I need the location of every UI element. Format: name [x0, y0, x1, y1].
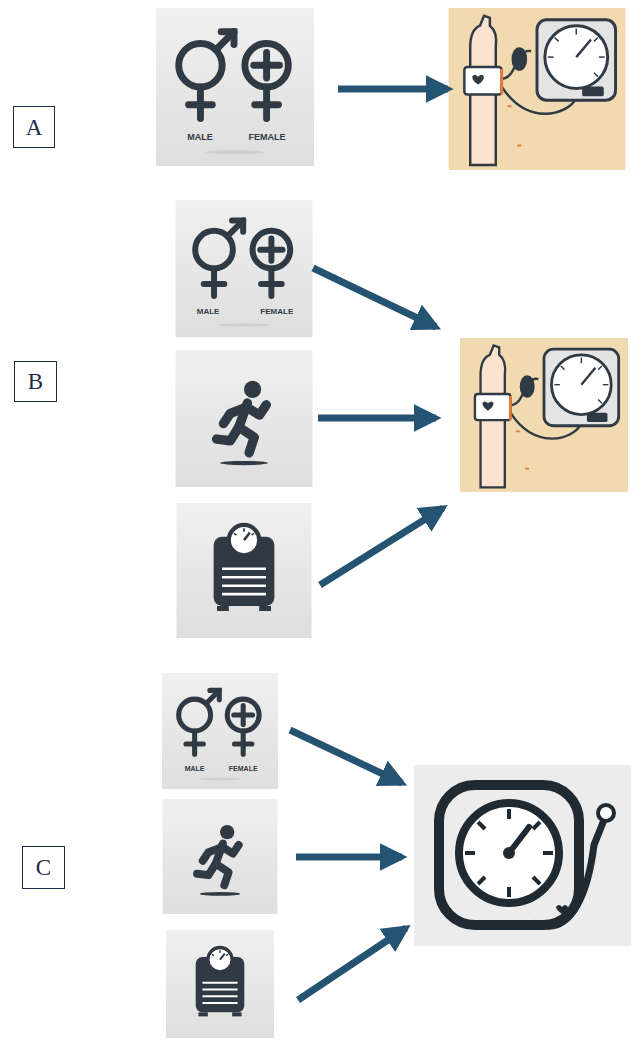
arrow: [318, 415, 436, 422]
scale-icon: [166, 930, 274, 1038]
panel-letter: B: [28, 370, 43, 393]
gender-label: MALE: [197, 308, 220, 316]
arrow: [313, 268, 436, 327]
panel-label-box: B: [14, 361, 57, 402]
running-icon: [176, 350, 313, 487]
panel-label-box: A: [13, 106, 55, 148]
gender-icon: [176, 200, 313, 337]
gender-icon-tile: MALE FEMALE: [162, 673, 278, 789]
gender-label: MALE: [187, 133, 213, 142]
arrow: [290, 730, 402, 783]
blood-pressure-illustration: [449, 8, 626, 170]
gender-icon-tile: MALE FEMALE: [162, 200, 326, 337]
gender-label: MALE: [185, 765, 205, 772]
panel-letter: C: [36, 856, 51, 879]
gender-label: FEMALE: [260, 308, 293, 316]
running-icon: [163, 799, 278, 914]
gender-icon-tile: MALE FEMALE: [155, 8, 315, 166]
scale-icon: [177, 503, 312, 638]
gender-label: FEMALE: [229, 765, 258, 772]
arrow: [298, 928, 406, 1000]
blood-pressure-illustration: [460, 338, 628, 492]
arrow: [296, 854, 402, 861]
arrow: [338, 86, 448, 93]
gender-label: FEMALE: [249, 133, 286, 142]
blood-pressure-icon: [414, 765, 631, 946]
panel-label-box: C: [22, 846, 65, 889]
panel-letter: A: [26, 116, 43, 139]
arrow: [320, 508, 443, 585]
gender-icon: [162, 673, 278, 789]
gender-icon: [156, 8, 314, 166]
